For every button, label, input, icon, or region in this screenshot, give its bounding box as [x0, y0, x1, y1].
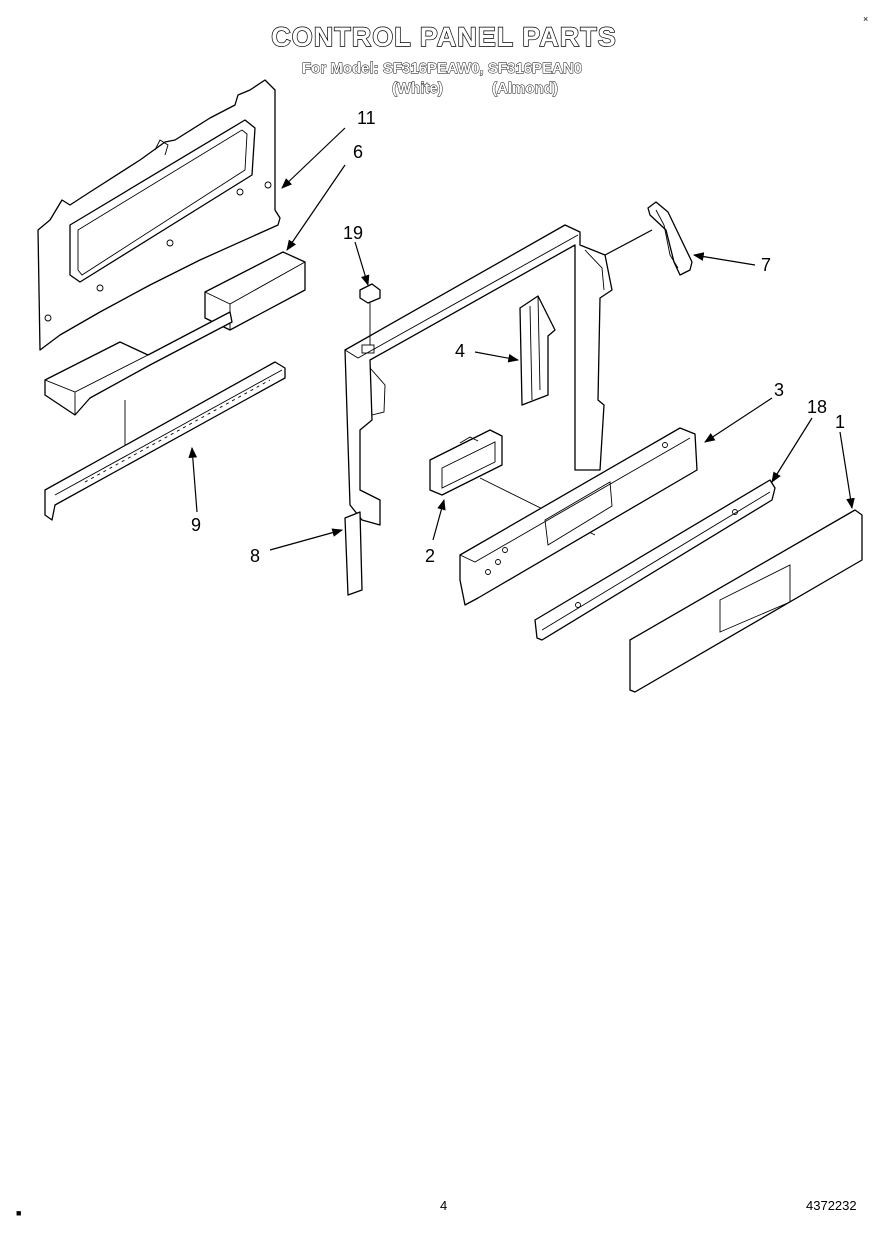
callout-4: 4 [455, 341, 465, 361]
console-frame [344, 224, 613, 526]
part-7-end-cap [647, 201, 693, 276]
part-9-vent-channel [44, 361, 286, 521]
callout-11: 11 [357, 108, 376, 128]
callout-1: 1 [835, 412, 845, 432]
callout-2: 2 [425, 546, 435, 566]
registration-mark-bottom: ■ [16, 1208, 22, 1218]
variant-white: (White) [392, 80, 444, 98]
part-8-trim-strip [344, 511, 363, 596]
registration-mark: × [863, 14, 869, 24]
callout-18: 18 [807, 397, 827, 417]
callout-6: 6 [353, 142, 363, 162]
page-number: 4 [440, 1198, 448, 1213]
variant-almond: (Almond) [492, 80, 559, 98]
callout-7: 7 [761, 255, 771, 275]
part-6-insulation [44, 251, 306, 416]
part-11-back-panel [37, 79, 281, 351]
callout-19: 19 [343, 223, 363, 243]
callout-8: 8 [250, 546, 260, 566]
callout-9: 9 [191, 515, 201, 535]
part-3-control-plate [459, 427, 698, 606]
leader-lines [188, 127, 855, 551]
part-1-front-overlay [629, 509, 863, 693]
part-4-bracket [519, 295, 556, 406]
page-title: CONTROL PANEL PARTS [271, 21, 617, 52]
callout-3: 3 [774, 380, 784, 400]
doc-number: 4372232 [806, 1198, 857, 1213]
part-19-clip [359, 283, 381, 345]
part-18-trim-rail [534, 479, 776, 641]
model-line: For Model: SF316PEAW0, SF316PEAN0 [302, 60, 583, 78]
